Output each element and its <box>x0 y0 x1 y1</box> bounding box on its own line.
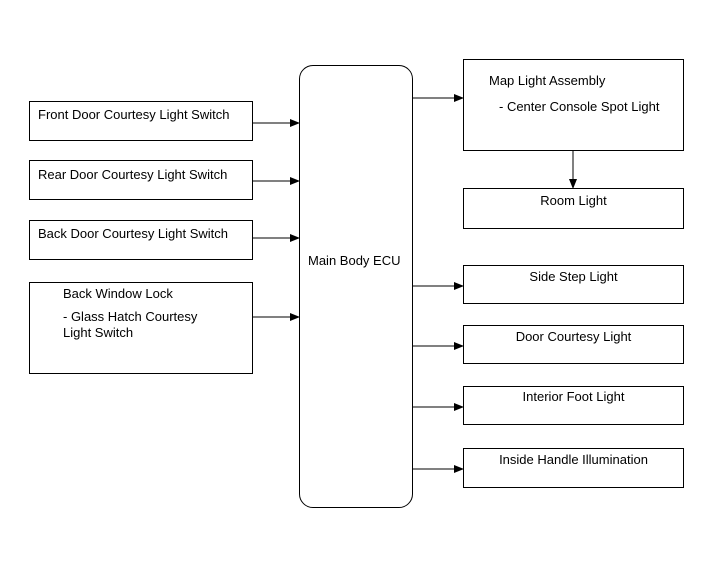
side-step-light-label: Side Step Light <box>529 269 618 284</box>
front-door-switch-box: Front Door Courtesy Light Switch <box>29 101 253 141</box>
door-courtesy-light-box: Door Courtesy Light <box>463 325 684 364</box>
glass-hatch-switch-line1: - Glass Hatch Courtesy <box>63 309 198 324</box>
side-step-light-box: Side Step Light <box>463 265 684 304</box>
center-console-spot-light-label: - Center Console Spot Light <box>499 99 660 114</box>
inside-handle-illumination-label: Inside Handle Illumination <box>499 452 648 467</box>
interior-foot-light-box: Interior Foot Light <box>463 386 684 425</box>
door-courtesy-light-label: Door Courtesy Light <box>515 329 632 344</box>
map-light-assembly-title: Map Light Assembly <box>489 73 606 88</box>
front-door-switch-label: Front Door Courtesy Light Switch <box>38 107 230 122</box>
rear-door-switch-box: Rear Door Courtesy Light Switch <box>29 160 253 200</box>
back-door-switch-label: Back Door Courtesy Light Switch <box>38 226 229 241</box>
inside-handle-illumination-box: Inside Handle Illumination <box>463 448 684 488</box>
room-light-label: Room Light <box>540 193 607 208</box>
back-door-switch-box: Back Door Courtesy Light Switch <box>29 220 253 260</box>
map-light-assembly-box: Map Light Assembly - Center Console Spot… <box>463 59 684 151</box>
room-light-box: Room Light <box>463 188 684 229</box>
back-window-lock-title: Back Window Lock <box>63 286 173 301</box>
back-window-lock-box: Back Window Lock - Glass Hatch Courtesy … <box>29 282 253 374</box>
ecu-label: Main Body ECU <box>308 253 401 268</box>
glass-hatch-switch-line2: Light Switch <box>63 325 134 340</box>
main-body-ecu: Main Body ECU <box>299 65 413 508</box>
rear-door-switch-label: Rear Door Courtesy Light Switch <box>38 167 228 182</box>
interior-foot-light-label: Interior Foot Light <box>522 389 625 404</box>
